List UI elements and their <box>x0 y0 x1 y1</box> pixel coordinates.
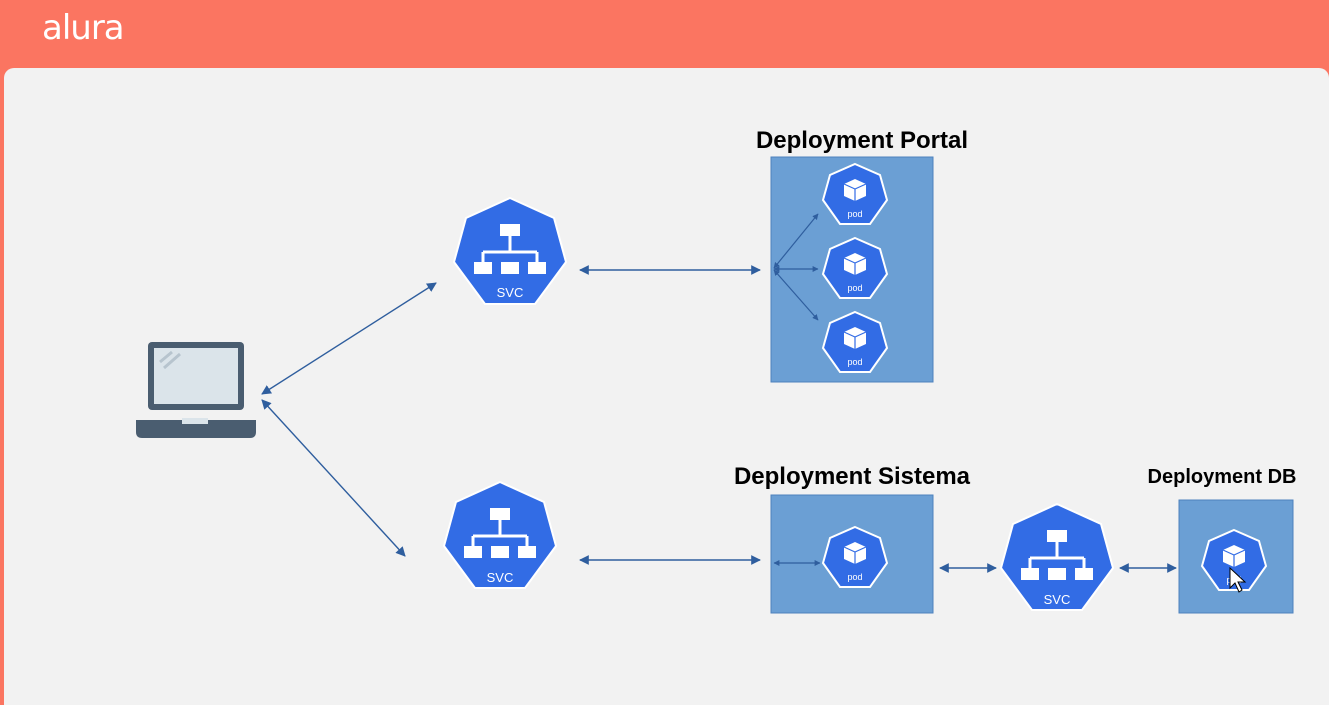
pod-label: pod <box>847 572 862 582</box>
pod-label: pod <box>847 357 862 367</box>
pod-icon: pod <box>821 310 889 373</box>
mouse-cursor-icon <box>1229 566 1247 593</box>
deployment-sistema-label: Deployment Sistema <box>734 463 971 490</box>
portal-pod-arrow-3 <box>773 269 819 321</box>
svc-sistema-label: SVC <box>487 570 514 585</box>
alura-logo: alura <box>42 8 125 48</box>
header-bar: alura <box>0 0 1329 68</box>
pod-label: pod <box>847 283 862 293</box>
svc-db-label: SVC <box>1044 592 1071 607</box>
deployment-db-label: Deployment DB <box>1148 466 1297 488</box>
svc-portal-icon: SVC <box>452 196 568 305</box>
laptop-to-svc-portal-arrow <box>261 282 437 395</box>
pod-icon: pod <box>821 236 889 299</box>
laptop-to-svc-sistema-arrow <box>261 399 406 557</box>
pod-icon: pod <box>821 525 889 588</box>
pod-icon: pod <box>821 162 889 225</box>
portal-pod-arrow-1 <box>773 213 819 269</box>
svc-sistema-icon: SVC <box>442 480 558 589</box>
deployment-portal-label: Deployment Portal <box>756 127 968 154</box>
pod-label: pod <box>847 209 862 219</box>
svc-db-icon: SVC <box>999 502 1115 611</box>
svc-portal-label: SVC <box>497 285 524 300</box>
laptop-icon <box>136 342 256 438</box>
